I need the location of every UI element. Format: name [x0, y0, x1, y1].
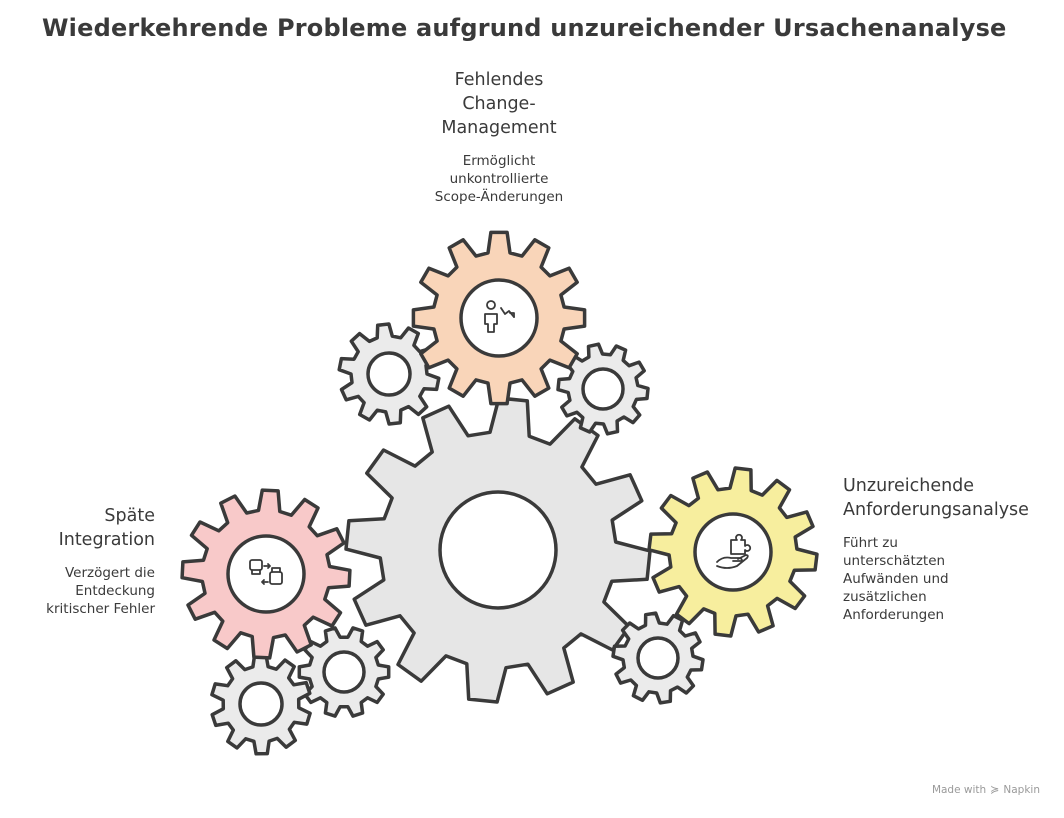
label-change-management-title: Fehlendes Change- Management	[441, 70, 557, 138]
hand-puzzle-icon	[716, 533, 752, 569]
small-gear-top-right	[556, 342, 650, 436]
label-late-integration-title: Späte Integration	[58, 506, 155, 550]
watermark-brand: Napkin	[1003, 783, 1040, 796]
integration-icon	[249, 559, 283, 585]
gear-requirements-analysis	[647, 466, 819, 638]
label-requirements-analysis-title: Unzureichende Anforderungsanalyse	[843, 476, 1029, 520]
gear-late-integration	[180, 488, 352, 660]
small-gear-bottom-left-1	[297, 626, 391, 718]
watermark: Made with ≽ Napkin	[932, 783, 1040, 796]
gear-change-management	[411, 230, 587, 406]
central-gear	[344, 396, 652, 704]
watermark-prefix: Made with	[931, 783, 987, 796]
label-change-management-description: Ermöglicht unkontrollierte Scope-Änderun…	[434, 153, 564, 205]
label-late-integration-description: Verzögert die Entdeckung kritischer Fehl…	[46, 565, 155, 617]
page-title: Wiederkehrende Probleme aufgrund unzurei…	[42, 14, 1007, 42]
small-gear-bottom-right	[611, 611, 705, 705]
person-down-arrow-icon	[484, 300, 515, 333]
small-gear-top-left	[337, 322, 441, 426]
napkin-logo-icon: ≽	[990, 783, 1000, 796]
small-gear-bottom-left-2	[210, 652, 312, 756]
label-requirements-analysis-description: Führt zu unterschätzten Aufwänden und zu…	[843, 535, 949, 623]
